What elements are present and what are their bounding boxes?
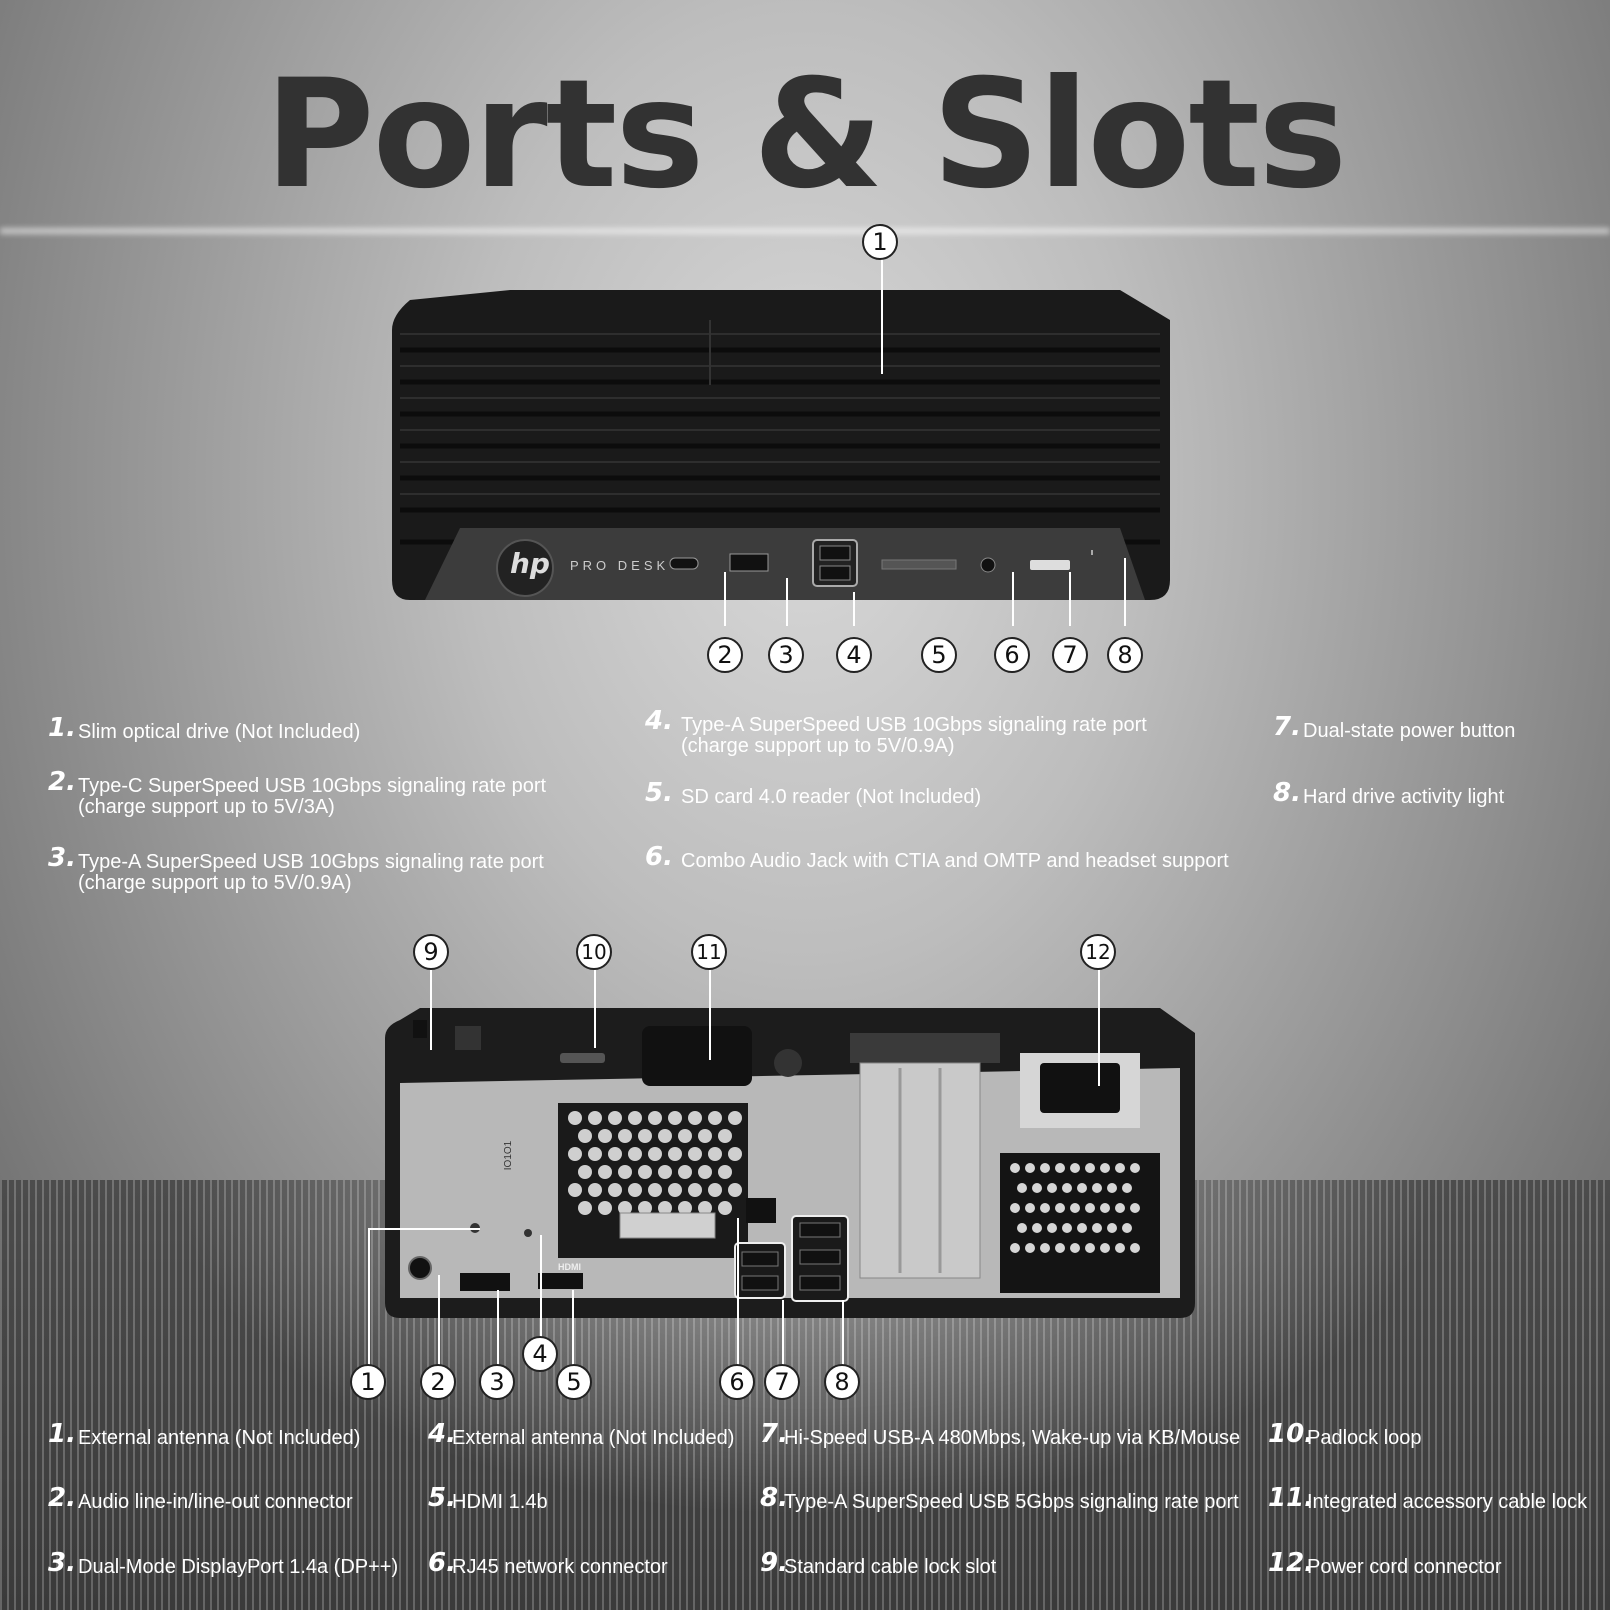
rear-pc-image [385, 1008, 1195, 1318]
light-streak [0, 228, 1610, 234]
leader-line [737, 1218, 739, 1370]
rear-callout-4: 4 [522, 1336, 558, 1372]
io-code-label: IO1O1 [503, 1140, 515, 1171]
rear-callout-5: 5 [556, 1364, 592, 1400]
front-callout-1: 1 [862, 224, 898, 260]
leader-line [368, 1228, 480, 1230]
hp-logo: hp [510, 547, 550, 580]
leader-line [430, 970, 432, 1050]
front-pc-image [392, 290, 1170, 600]
rear-callout-12: 12 [1080, 934, 1116, 970]
rear-callout-11: 11 [691, 934, 727, 970]
brand-name: PRO DESK [570, 558, 670, 573]
front-callout-8: 8 [1107, 637, 1143, 673]
rear-callout-7: 7 [764, 1364, 800, 1400]
leader-line [782, 1300, 784, 1370]
front-callout-5: 5 [921, 637, 957, 673]
page-title: Ports & Slots [264, 48, 1348, 222]
leader-line [724, 572, 726, 626]
leader-line [842, 1300, 844, 1370]
leader-line [786, 578, 788, 626]
leader-line [497, 1290, 499, 1370]
leader-line [594, 970, 596, 1048]
front-callout-2: 2 [707, 637, 743, 673]
front-callout-4: 4 [836, 637, 872, 673]
rear-callout-1: 1 [350, 1364, 386, 1400]
leader-line [709, 970, 711, 1060]
rear-callout-2: 2 [420, 1364, 456, 1400]
rear-callout-6: 6 [719, 1364, 755, 1400]
leader-line [1098, 970, 1100, 1086]
leader-line [1069, 572, 1071, 626]
leader-line [1012, 572, 1014, 626]
rear-callout-9: 9 [413, 934, 449, 970]
leader-line [438, 1275, 440, 1370]
front-callout-7: 7 [1052, 637, 1088, 673]
rear-callout-3: 3 [479, 1364, 515, 1400]
leader-line [881, 258, 883, 374]
hdmi-label: HDMI [558, 1262, 581, 1272]
rear-callout-10: 10 [576, 934, 612, 970]
leader-line [572, 1290, 574, 1370]
front-callout-6: 6 [994, 637, 1030, 673]
leader-line [853, 592, 855, 626]
leader-line [1124, 558, 1126, 626]
leader-line [540, 1235, 542, 1345]
leader-line [368, 1228, 370, 1370]
rear-callout-8: 8 [824, 1364, 860, 1400]
front-callout-3: 3 [768, 637, 804, 673]
